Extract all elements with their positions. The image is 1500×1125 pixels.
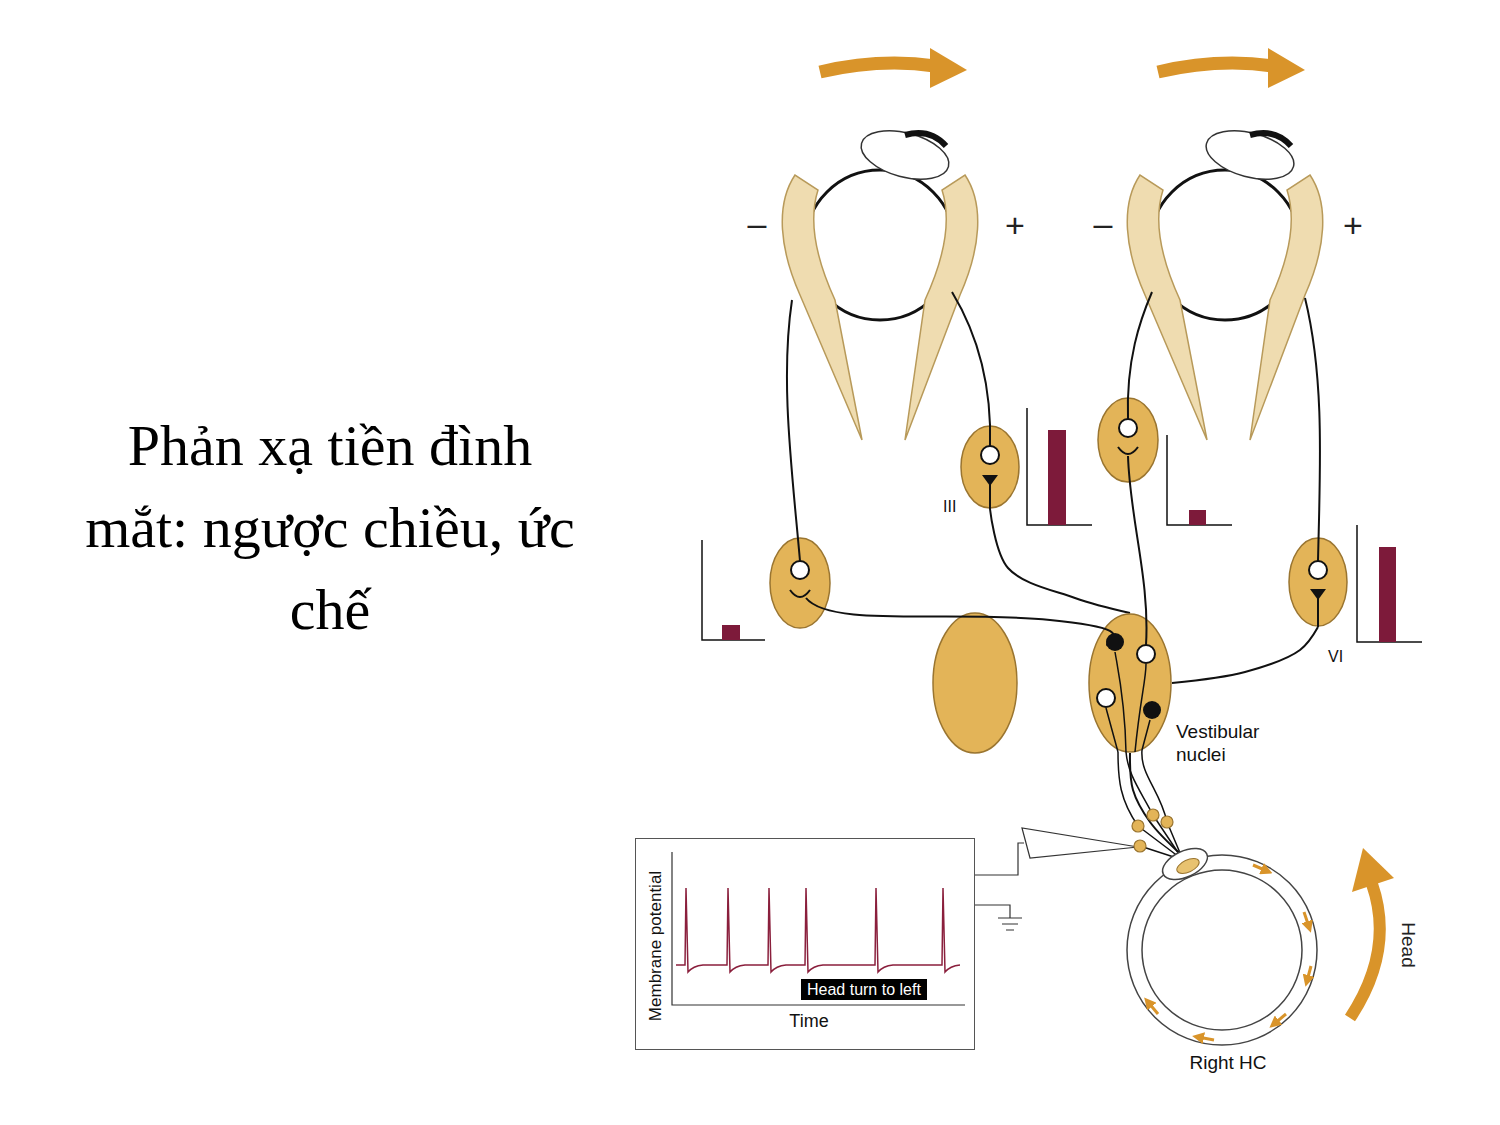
- motor-nucleus: [1098, 398, 1158, 482]
- rate-bar: [722, 625, 740, 640]
- recording-graph: Membrane potentialTime Head turn to left: [635, 838, 975, 1050]
- direction-label: Head: [1397, 922, 1420, 967]
- head-rotation-arrowhead: [1352, 848, 1394, 892]
- inhibitory-neuron: [1106, 633, 1124, 651]
- ground-symbol: [998, 918, 1022, 930]
- graph-axis: [672, 852, 965, 1005]
- nerve-fiber: [1130, 753, 1179, 853]
- canal-outer: [1127, 855, 1317, 1045]
- nucleus-label: III: [943, 497, 956, 516]
- motor-nerve: [1128, 292, 1152, 419]
- eye-muscle: [1250, 175, 1323, 440]
- excitatory-neuron: [1137, 645, 1155, 663]
- vestibular-nucleus: Vestibular nuclei: [1088, 613, 1172, 753]
- event-label: Head turn to left: [801, 979, 927, 1000]
- motor-neuron: [1119, 419, 1137, 437]
- flow-arrow: [1307, 966, 1311, 981]
- nucleus-label: Vestibular nuclei: [1176, 721, 1276, 767]
- bar-axis: [702, 540, 765, 640]
- slide-title: Phản xạ tiền đình mắt: ngược chiều, ức c…: [70, 405, 590, 651]
- nucleus-fiber: [1106, 652, 1150, 752]
- synapse: [1310, 589, 1326, 600]
- afferent-fiber: [1138, 815, 1183, 860]
- projection-fiber: [1317, 592, 1319, 627]
- synapse: [1118, 447, 1138, 454]
- bar-axis: [1027, 408, 1092, 525]
- node-outline: [1125, 853, 1319, 1047]
- node-outline: [1288, 537, 1348, 627]
- eye-motion-arrow: [820, 63, 935, 72]
- vestibular-nucleus-left: [933, 613, 1017, 753]
- polarity-sign: +: [1005, 205, 1025, 246]
- bar-axis: [1167, 435, 1232, 525]
- ganglion-cell: [1134, 840, 1146, 852]
- motor-nerve: [787, 300, 800, 561]
- excitatory-neuron: [1097, 689, 1115, 707]
- spike-trace: [676, 888, 960, 972]
- ampulla: [1158, 842, 1212, 886]
- cornea: [1201, 122, 1299, 188]
- motor-nucleus: [770, 538, 830, 628]
- hair-cell: [1175, 855, 1202, 876]
- motor-nerve: [952, 292, 990, 446]
- afferent-fiber: [1118, 750, 1167, 826]
- ganglion-cell: [1132, 820, 1144, 832]
- flow-arrow: [1274, 1014, 1286, 1024]
- rate-bar: [1379, 547, 1396, 642]
- abducens-nucleus: VI: [1288, 537, 1348, 627]
- ganglion-cell: [1161, 816, 1173, 828]
- eye-muscle: [782, 175, 862, 440]
- pupil: [905, 133, 946, 146]
- nucleus-oval: [961, 426, 1019, 508]
- inhibitory-neuron: [1143, 701, 1161, 719]
- motor-neuron: [981, 446, 999, 464]
- canal-label: Right HC: [1189, 1052, 1266, 1075]
- semicircular-canal: Right HC: [1125, 853, 1319, 1047]
- synapse: [982, 475, 998, 486]
- synapse: [790, 590, 810, 597]
- motor-nerve: [1305, 298, 1320, 561]
- polarity-sign: –: [1094, 203, 1113, 244]
- flow-arrow: [1198, 1037, 1214, 1040]
- bar-axis: [1357, 525, 1422, 642]
- node-outline: [1088, 613, 1172, 753]
- projection-fiber: [806, 598, 1114, 646]
- motor-neuron: [791, 561, 809, 579]
- axis-label: Membrane potential: [646, 871, 666, 1021]
- axis-label: Time: [789, 1011, 828, 1033]
- projection-fiber: [989, 478, 991, 509]
- canal-inner: [1142, 870, 1302, 1030]
- ganglion-cell: [1147, 809, 1159, 821]
- projection-fiber: [1128, 456, 1147, 645]
- head-rotation-arrow: [1350, 884, 1380, 1018]
- nerve-fiber: [990, 509, 1130, 613]
- cornea: [856, 122, 954, 188]
- nucleus-oval: [1089, 614, 1171, 752]
- eye-motion-arrow: [1158, 63, 1273, 72]
- eye-motion-arrowhead: [930, 48, 967, 88]
- flow-arrow: [1253, 865, 1267, 871]
- oculomotor-nucleus: III: [960, 425, 1020, 509]
- electrode: [1022, 828, 1138, 858]
- nerve-fiber: [1172, 627, 1318, 683]
- ground-wire: [975, 905, 1010, 918]
- flow-arrow: [1304, 912, 1309, 927]
- pupil: [1250, 133, 1291, 146]
- rate-bar: [1048, 430, 1066, 525]
- eye-motion-arrowhead: [1268, 48, 1305, 88]
- polarity-sign: +: [1343, 205, 1363, 246]
- eye-muscle: [905, 175, 978, 440]
- rate-bar: [1189, 510, 1206, 525]
- polarity-sign: –: [748, 203, 767, 244]
- electrode-wire: [975, 843, 1024, 875]
- nucleus-oval: [1289, 538, 1347, 626]
- motor-neuron: [1309, 561, 1327, 579]
- flow-arrow: [1148, 1002, 1158, 1014]
- nucleus-label: VI: [1328, 647, 1343, 666]
- node-outline: [960, 425, 1020, 509]
